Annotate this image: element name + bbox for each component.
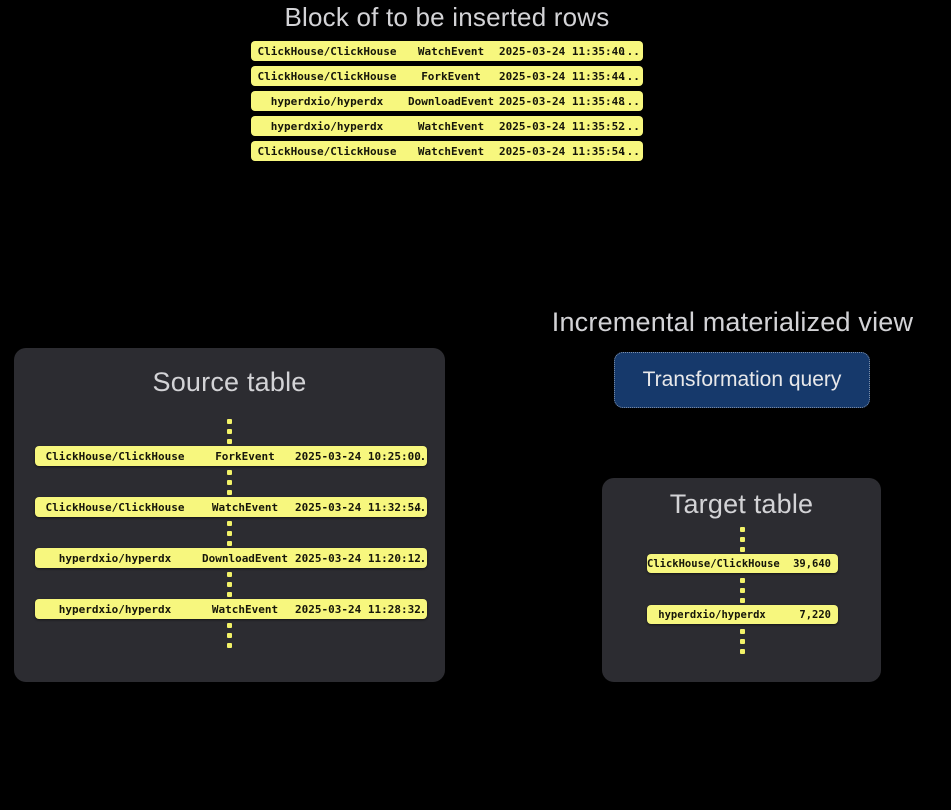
vertical-ellipsis bbox=[226, 572, 232, 597]
row-ellipsis: ... bbox=[413, 551, 427, 565]
row-timestamp: 2025-03-24 11:35:44 bbox=[499, 69, 625, 83]
row-ellipsis: ... bbox=[413, 602, 427, 616]
row-count: 7,220 bbox=[799, 608, 831, 621]
row-repo: hyperdxio/hyperdx bbox=[58, 551, 172, 565]
row-ellipsis: ... bbox=[620, 69, 640, 83]
row-event: WatchEvent bbox=[417, 144, 485, 158]
row-event: WatchEvent bbox=[211, 602, 279, 616]
row-repo: ClickHouse/ClickHouse bbox=[45, 500, 185, 514]
vertical-ellipsis bbox=[739, 527, 745, 552]
source-table-title: Source table bbox=[152, 367, 307, 397]
row-repo: ClickHouse/ClickHouse bbox=[257, 44, 397, 58]
block-row[interactable]: hyperdxio/hyperdx DownloadEvent 2025-03-… bbox=[251, 91, 643, 111]
row-event: ForkEvent bbox=[215, 449, 275, 463]
row-repo: hyperdxio/hyperdx bbox=[270, 94, 384, 108]
target-table-row[interactable]: hyperdxio/hyperdx 7,220 bbox=[647, 605, 838, 624]
row-ellipsis: ... bbox=[620, 119, 640, 133]
row-timestamp: 2025-03-24 11:35:40 bbox=[499, 44, 625, 58]
row-repo: hyperdxio/hyperdx bbox=[58, 602, 172, 616]
row-timestamp: 2025-03-24 11:35:52 bbox=[499, 119, 625, 133]
vertical-ellipsis bbox=[739, 578, 745, 603]
row-timestamp: 2025-03-24 11:28:32 bbox=[295, 602, 421, 616]
row-ellipsis: ... bbox=[620, 94, 640, 108]
row-timestamp: 2025-03-24 11:35:48 bbox=[499, 94, 625, 108]
source-table-row[interactable]: ClickHouse/ClickHouse ForkEvent 2025-03-… bbox=[35, 446, 427, 466]
row-event: WatchEvent bbox=[211, 500, 279, 514]
row-timestamp: 2025-03-24 11:32:54 bbox=[295, 500, 421, 514]
vertical-ellipsis bbox=[226, 623, 232, 648]
block-row[interactable]: hyperdxio/hyperdx WatchEvent 2025-03-24 … bbox=[251, 116, 643, 136]
transformation-query-label: Transformation query bbox=[642, 368, 842, 391]
row-timestamp: 2025-03-24 11:20:12 bbox=[295, 551, 421, 565]
source-table-row[interactable]: ClickHouse/ClickHouse WatchEvent 2025-03… bbox=[35, 497, 427, 517]
row-ellipsis: ... bbox=[620, 144, 640, 158]
row-ellipsis: ... bbox=[620, 44, 640, 58]
row-ellipsis: ... bbox=[413, 500, 427, 514]
source-table-row[interactable]: hyperdxio/hyperdx DownloadEvent 2025-03-… bbox=[35, 548, 427, 568]
block-row[interactable]: ClickHouse/ClickHouse ForkEvent 2025-03-… bbox=[251, 66, 643, 86]
row-event: WatchEvent bbox=[417, 44, 485, 58]
vertical-ellipsis bbox=[739, 629, 745, 654]
row-repo: ClickHouse/ClickHouse bbox=[257, 69, 397, 83]
block-title: Block of to be inserted rows bbox=[284, 2, 610, 32]
block-row[interactable]: ClickHouse/ClickHouse WatchEvent 2025-03… bbox=[251, 41, 643, 61]
row-repo: ClickHouse/ClickHouse bbox=[647, 557, 780, 570]
row-event: DownloadEvent bbox=[201, 551, 289, 565]
row-event: WatchEvent bbox=[417, 119, 485, 133]
materialized-view-title: Incremental materialized view bbox=[551, 307, 914, 337]
source-table-row[interactable]: hyperdxio/hyperdx WatchEvent 2025-03-24 … bbox=[35, 599, 427, 619]
row-event: DownloadEvent bbox=[407, 94, 495, 108]
vertical-ellipsis bbox=[226, 419, 232, 444]
target-table-title: Target table bbox=[669, 489, 814, 519]
row-timestamp: 2025-03-24 10:25:00 bbox=[295, 449, 421, 463]
row-count: 39,640 bbox=[793, 557, 831, 570]
transformation-query-box[interactable]: Transformation query bbox=[614, 352, 870, 408]
row-ellipsis: ... bbox=[413, 449, 427, 463]
vertical-ellipsis bbox=[226, 470, 232, 495]
block-row[interactable]: ClickHouse/ClickHouse WatchEvent 2025-03… bbox=[251, 141, 643, 161]
row-repo: hyperdxio/hyperdx bbox=[658, 608, 766, 621]
row-event: ForkEvent bbox=[421, 69, 481, 83]
row-repo: ClickHouse/ClickHouse bbox=[257, 144, 397, 158]
row-timestamp: 2025-03-24 11:35:54 bbox=[499, 144, 625, 158]
vertical-ellipsis bbox=[226, 521, 232, 546]
target-table-row[interactable]: ClickHouse/ClickHouse 39,640 bbox=[647, 554, 838, 573]
row-repo: hyperdxio/hyperdx bbox=[270, 119, 384, 133]
row-repo: ClickHouse/ClickHouse bbox=[45, 449, 185, 463]
